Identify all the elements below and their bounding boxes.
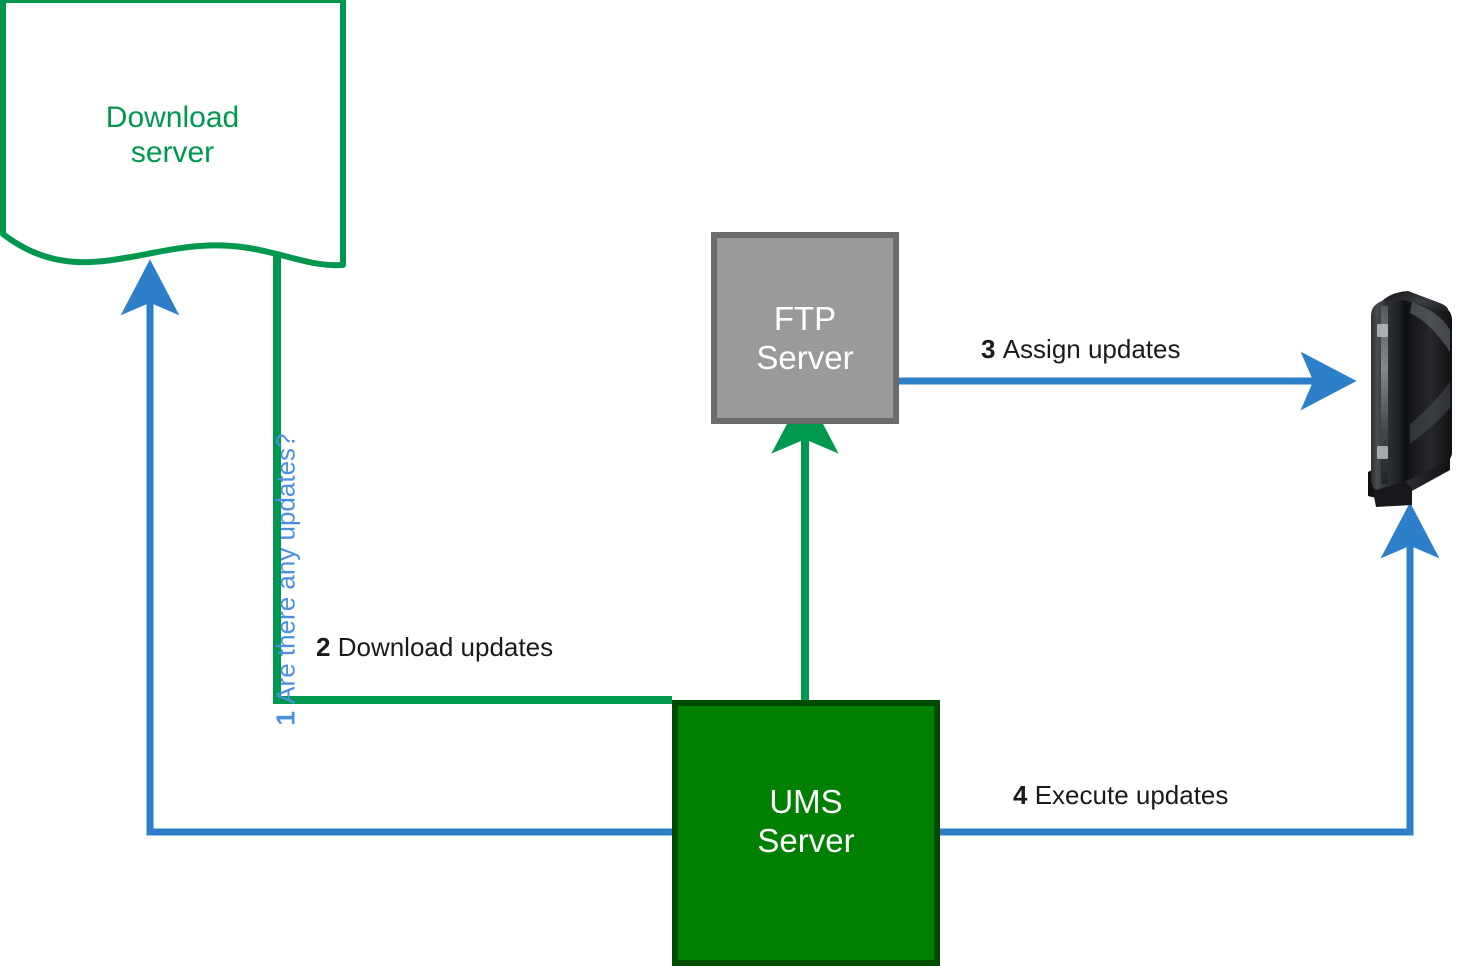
- edge-4-path: [940, 502, 1440, 836]
- edge-1-are-there-any-updates: [120, 259, 672, 836]
- edge-1-path: [120, 259, 672, 836]
- edge-4-execute-updates: [940, 502, 1440, 836]
- ftp-server-node[interactable]: [711, 232, 899, 424]
- ums-server-node[interactable]: [672, 700, 940, 966]
- download-server-outline: [0, 0, 346, 269]
- edge-2-download-updates: [273, 252, 672, 704]
- thin-client-device-icon: [1368, 291, 1452, 507]
- download-server-shape: [0, 0, 346, 269]
- edge-2-path: [273, 252, 672, 704]
